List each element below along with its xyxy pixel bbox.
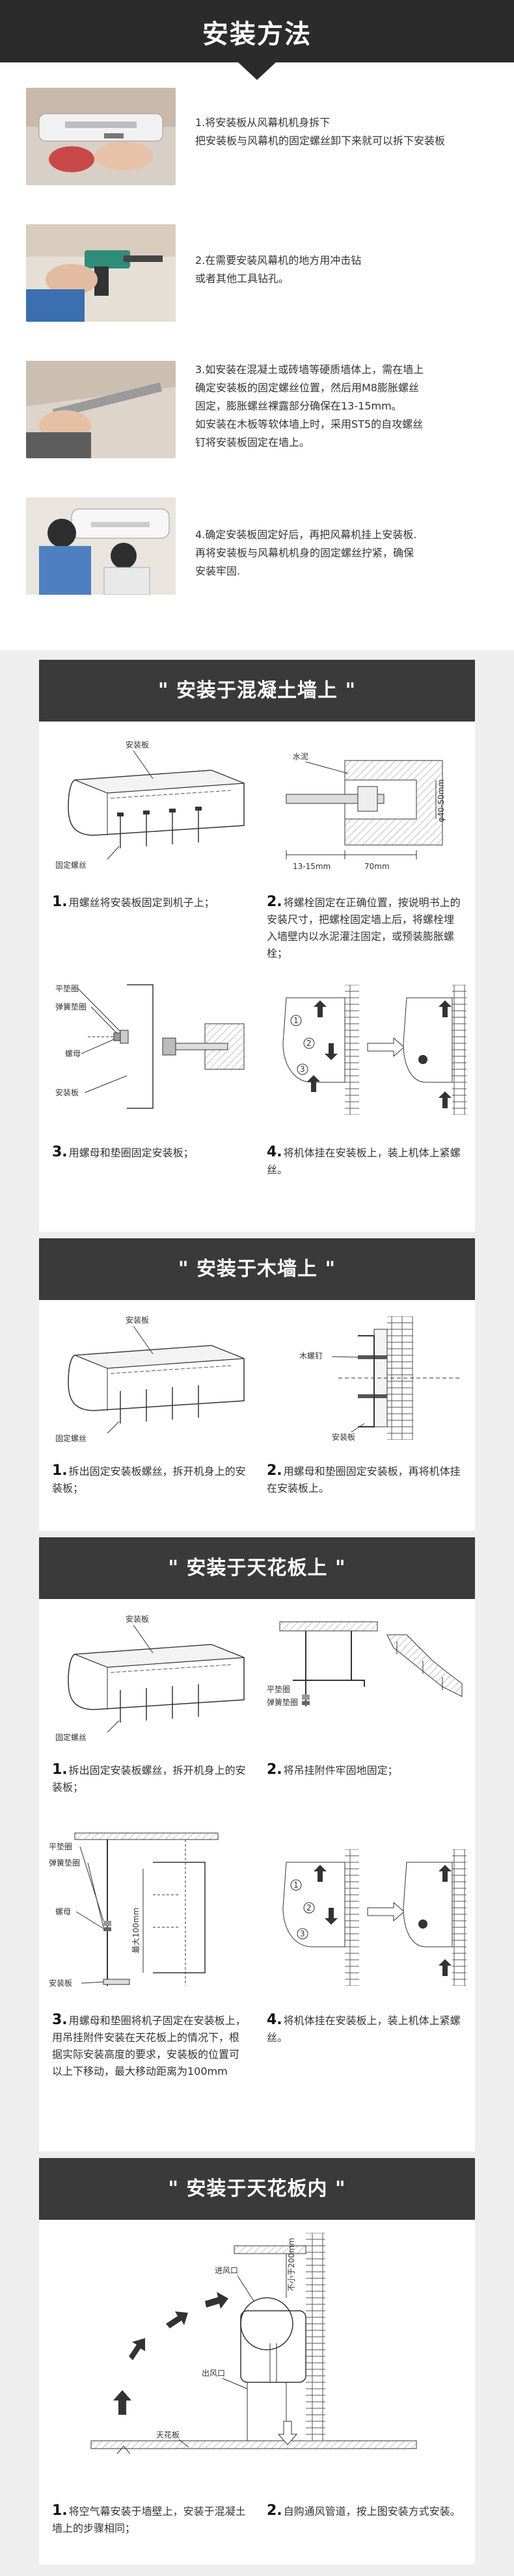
label-wood-plate: 安装板 <box>126 1315 149 1325</box>
label-diameter: φ40-50mm <box>437 779 446 822</box>
label-ceiling-spring: 弹簧垫圈 <box>267 1697 298 1707</box>
step-1-text: 1.将安装板从风幕机机身拆下 把安装板与风幕机的固定螺丝卸下来就可以拆下安装板 <box>195 116 446 147</box>
svg-text:1: 1 <box>293 1016 299 1025</box>
label-ceiling-spring-2: 弹簧垫圈 <box>49 1858 80 1867</box>
diagram-concrete-fasteners: 平垫圈 弹簧垫圈 螺母 安装板 <box>55 983 245 1109</box>
label-depth-2: 70mm <box>364 862 390 871</box>
caption-ceiling-2: 2.将吊挂附件牢固地固定； <box>267 1762 398 1778</box>
diagram-concrete-unit: 安装板 固定螺丝 <box>55 740 245 870</box>
label-ceiling-plate: 安装板 <box>126 1614 149 1624</box>
caption-concrete-1: 1.用螺丝将安装板固定到机子上； <box>52 894 215 910</box>
label-ceiling-screw: 固定螺丝 <box>55 1732 87 1742</box>
label-max-move: 最大100mm <box>131 1908 141 1953</box>
diagram-concrete-section: 水泥 φ40-50mm 13-15mm 70mm <box>286 752 446 871</box>
section-title-ceiling: " 安装于天花板上 " <box>39 1537 475 1599</box>
step-2: 2.在需要安装风幕机的地方用冲击钻 或者其他工具钻孔。 <box>0 224 514 328</box>
diagram-ceiling-unit: 安装板 固定螺丝 <box>55 1614 245 1742</box>
caption-wood-1: 1.拆出固定安装板螺丝，拆开机身上的安装板； <box>52 1463 246 1494</box>
svg-text:3: 3 <box>300 1929 305 1938</box>
step-4-photo <box>26 497 176 595</box>
diagram-wood-unit: 安装板 固定螺丝 <box>55 1315 245 1443</box>
diagram-inside-ceiling: 不小于200mm 进风口 出风口 天花板 <box>90 2233 417 2454</box>
label-outlet: 出风口 <box>202 2369 225 2378</box>
caption-concrete-4: 4.将机体挂在安装板上，装上机体上紧螺丝。 <box>267 1144 461 1176</box>
step-1: 1.将安装板从风幕机机身拆下 把安装板与风幕机的固定螺丝卸下来就可以拆下安装板 <box>0 88 514 192</box>
panel-concrete-wall: " 安装于混凝土墙上 " 安装板 固定螺丝 <box>39 660 475 1232</box>
label-ceiling-washer: 平垫圈 <box>267 1684 290 1694</box>
caption-concrete-2: 2.将螺栓固定在正确位置，按说明书上的安装尺寸，把螺栓固定墙上后，将螺栓埋入墙壁… <box>267 894 461 959</box>
header-bar: 安装方法 <box>0 0 514 62</box>
svg-text:1: 1 <box>293 1880 299 1890</box>
label-ceiling-washer-2: 平垫圈 <box>49 1841 72 1851</box>
label-ceiling-plate-2: 安装板 <box>49 1978 72 1988</box>
diagram-wood-section: 木螺钉 安装板 <box>299 1316 462 1442</box>
caption-wood-2: 2.用螺母和垫圈固定安装板，再将机体挂在安装板上。 <box>267 1463 461 1494</box>
step-2-photo <box>26 224 176 322</box>
diagram-ceiling-hang: 1 2 3 <box>282 1849 467 1986</box>
section-title-inside: " 安装于天花板内 " <box>39 2158 475 2220</box>
label-plate: 安装板 <box>126 740 149 749</box>
caption-concrete-3: 3.用螺母和垫圈固定安装板； <box>52 1144 194 1160</box>
step-4-text: 4.确定安装板固定好后，再把风幕机挂上安装板. 再将安装板与风幕机机身的固定螺丝… <box>195 528 417 577</box>
label-gap: 不小于200mm <box>287 2238 296 2291</box>
section-title-wood: " 安装于木墙上 " <box>39 1238 475 1300</box>
caption-inside-1: 1.将空气幕安装于墙壁上，安装于混凝土墙上的步骤相同； <box>52 2503 246 2534</box>
label-screw: 固定螺丝 <box>55 860 87 870</box>
step-4: 4.确定安装板固定好后，再把风幕机挂上安装板. 再将安装板与风幕机机身的固定螺丝… <box>0 497 514 601</box>
label-ceiling-nut: 螺母 <box>55 1907 71 1916</box>
label-nut: 螺母 <box>65 1049 81 1058</box>
caption-ceiling-1: 1.拆出固定安装板螺丝，拆开机身上的安装板； <box>52 1762 246 1793</box>
step-2-text: 2.在需要安装风幕机的地方用冲击钻 或者其他工具钻孔。 <box>195 254 362 285</box>
label-wood-screw: 固定螺丝 <box>55 1433 87 1443</box>
step-3-photo <box>26 361 176 458</box>
label-wood-plate-2: 安装板 <box>332 1432 355 1442</box>
label-plate-2: 安装板 <box>55 1087 79 1097</box>
header-pointer <box>237 62 277 80</box>
label-spring-washer: 弹簧垫圈 <box>55 1002 87 1011</box>
caption-ceiling-4: 4.将机体挂在安装板上，装上机体上紧螺丝。 <box>267 2012 461 2044</box>
caption-ceiling-3: 3.用螺母和垫圈将机子固定在安装板上，用吊挂附件安装在天花板上的情况下，根据实际… <box>52 2012 246 2077</box>
label-depth-1: 13-15mm <box>293 862 331 871</box>
step-1-photo <box>26 88 176 185</box>
diagram-ceiling-hanger: 平垫圈 弹簧垫圈 <box>267 1621 463 1707</box>
diagram-ceiling-fasteners: 最大100mm 平垫圈 弹簧垫圈 螺母 安装板 <box>49 1832 219 1988</box>
step-3: 3.如安装在混凝土或砖墙等硬质墙体上，需在墙上 确定安装板的固定螺丝位置，然后用… <box>0 361 514 465</box>
label-washer: 平垫圈 <box>55 983 79 993</box>
diagram-concrete-hang: 1 2 3 <box>282 985 467 1115</box>
section-title-concrete: " 安装于混凝土墙上 " <box>39 660 475 722</box>
panel-wood-wall: " 安装于木墙上 " 安装板 固定螺丝 木螺钉 安装板 <box>39 1238 475 1531</box>
step-3-text: 3.如安装在混凝土或砖墙等硬质墙体上，需在墙上 确定安装板的固定螺丝位置，然后用… <box>195 363 424 449</box>
label-cement: 水泥 <box>293 752 308 761</box>
svg-text:2: 2 <box>306 1903 312 1912</box>
panel-inside-ceiling: " 安装于天花板内 " 不小于200mm 进风口 出风口 天花板 <box>39 2158 475 2564</box>
svg-text:2: 2 <box>306 1039 312 1048</box>
label-inlet: 进风口 <box>215 2266 238 2275</box>
page-title: 安装方法 <box>202 20 312 49</box>
svg-text:3: 3 <box>300 1065 305 1074</box>
caption-inside-2: 2.自购通风管道，按上图安装方式安装。 <box>267 2503 461 2519</box>
label-ceiling-board: 天花板 <box>156 2430 180 2439</box>
label-wood-screw-nail: 木螺钉 <box>299 1351 323 1360</box>
panel-ceiling: " 安装于天花板上 " 安装板 固定螺丝 平垫圈 弹簧垫圈 <box>39 1537 475 2152</box>
